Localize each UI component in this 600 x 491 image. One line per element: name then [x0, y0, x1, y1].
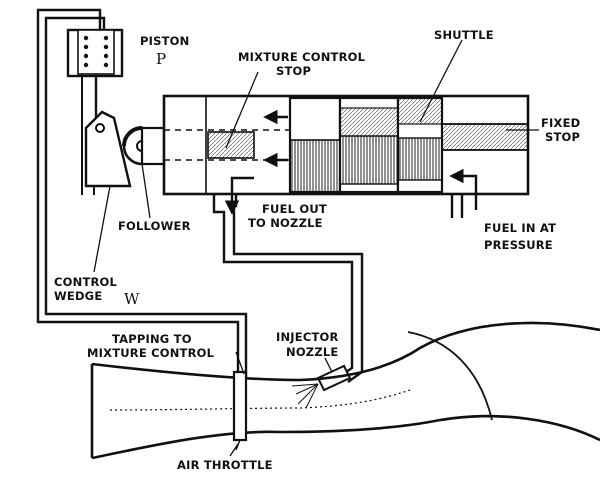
- piston-cylinder: [66, 28, 124, 78]
- leader-lines: [93, 39, 539, 457]
- duct-bend: [419, 321, 600, 350]
- control-wedge-label-2: WEDGE: [54, 289, 102, 303]
- mixture-control-stop-label-1: MIXTURE CONTROL: [238, 50, 366, 64]
- shuttle-label: SHUTTLE: [434, 28, 494, 42]
- duct-centreline: [109, 389, 411, 411]
- wedge-letter: W: [124, 290, 140, 308]
- fixed-stop-label-1: FIXED: [541, 116, 580, 130]
- mixture-control-stop-label-2: STOP: [276, 64, 311, 78]
- injector-label-2: NOZZLE: [286, 345, 338, 359]
- air-throttle: [232, 370, 248, 451]
- follower-label: FOLLOWER: [118, 219, 191, 233]
- pressure-tube: [36, 8, 248, 378]
- fuel-in-label-2: PRESSURE: [484, 238, 553, 252]
- fuel-out-label-2: TO NOZZLE: [248, 216, 323, 230]
- fixed-stop-label-2: STOP: [545, 130, 580, 144]
- fixed-stop: [441, 123, 529, 151]
- tapping-label-2: MIXTURE CONTROL: [87, 346, 215, 360]
- injector-label-1: INJECTOR: [276, 330, 339, 344]
- follower-roller: [122, 126, 166, 166]
- piston-label: PISTON: [140, 34, 189, 48]
- fuel-out-label-1: FUEL OUT: [262, 202, 327, 216]
- labels: PISTON P MIXTURE CONTROL STOP SHUTTLE FI…: [54, 28, 580, 472]
- tapping-label-1: TAPPING TO: [112, 332, 192, 346]
- air-throttle-label: AIR THROTTLE: [177, 458, 273, 472]
- control-wedge: [84, 110, 132, 195]
- fuel-inlet-pipe: [450, 194, 464, 218]
- flow-arrows: [224, 109, 478, 215]
- shuttle: [288, 96, 444, 194]
- injector-nozzle: [291, 364, 352, 409]
- control-wedge-label-1: CONTROL: [54, 275, 118, 289]
- fuel-in-label-1: FUEL IN AT: [484, 221, 556, 235]
- piston-letter: P: [156, 50, 166, 68]
